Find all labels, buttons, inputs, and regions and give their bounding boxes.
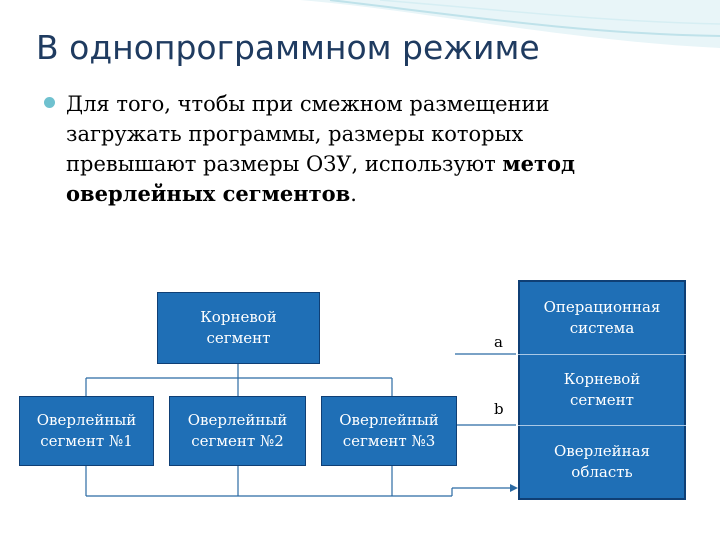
bullet-text: Для того, чтобы при смежном размещении з… xyxy=(66,89,646,209)
memory-root-label: Корневой сегмент xyxy=(563,370,641,409)
memory-divider-a xyxy=(518,354,686,355)
overlay-segment-2-box: Оверлейный сегмент №2 xyxy=(169,396,306,466)
slide-title: В однопрограммном режиме xyxy=(36,28,540,67)
address-label-a: a xyxy=(494,333,503,351)
overlay-segment-1-box: Оверлейный сегмент №1 xyxy=(19,396,154,466)
memory-column xyxy=(518,280,686,500)
bullet-text-end: . xyxy=(350,182,357,206)
bullet-text-bold: метод оверлейных сегментов xyxy=(66,151,576,206)
root-segment-box: Корневой сегмент xyxy=(157,292,320,364)
overlay-segment-3-box: Оверлейный сегмент №3 xyxy=(321,396,457,466)
memory-overlay-area-label: Оверлейная область xyxy=(553,442,651,481)
bullet-text-plain: Для того, чтобы при смежном размещении з… xyxy=(66,92,550,176)
memory-divider-b xyxy=(518,425,686,426)
memory-os-label: Операционная система xyxy=(543,298,661,337)
bullet-icon xyxy=(44,97,55,108)
address-label-b: b xyxy=(494,400,504,418)
